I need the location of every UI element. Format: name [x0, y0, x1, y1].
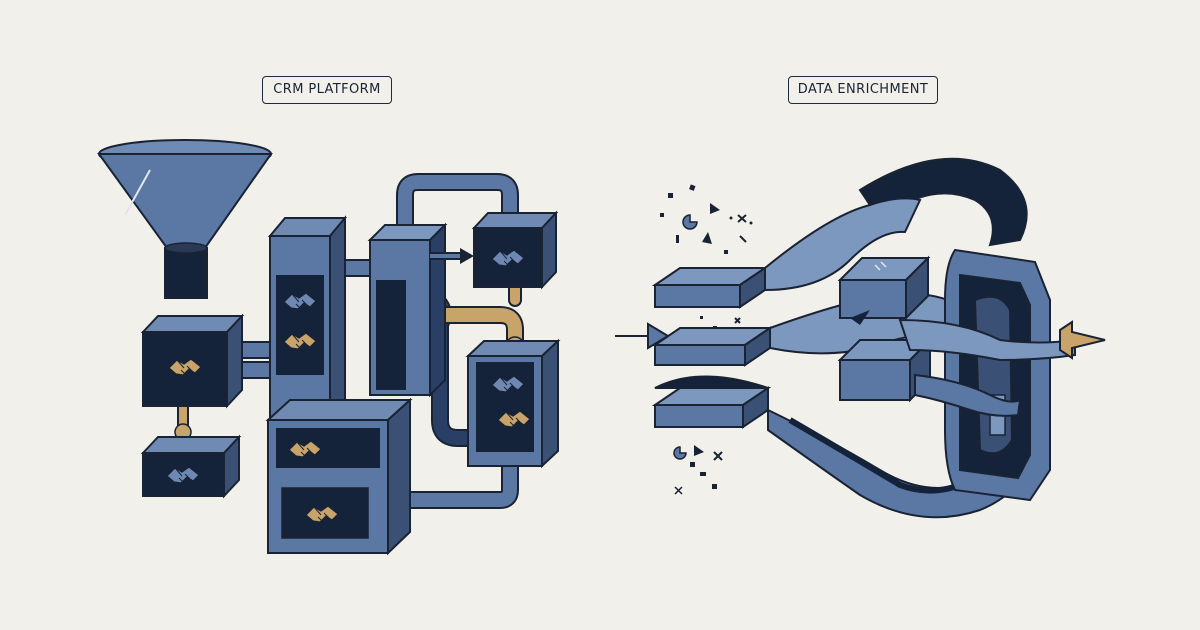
enrichment-ribbon	[858, 157, 1028, 247]
output-stream	[914, 373, 1022, 417]
data-slab-top	[651, 197, 922, 309]
handshake-box	[140, 434, 242, 499]
arrow-right-icon	[430, 248, 474, 264]
handshake-box	[465, 338, 561, 469]
data-enrichment-diagram	[615, 157, 1106, 519]
crm-platform-diagram	[97, 139, 561, 556]
enrichment-ring	[944, 248, 1051, 502]
crm-platform-label: CRM PLATFORM	[262, 76, 392, 104]
handshake-box	[140, 313, 245, 409]
large-handshake-box	[265, 397, 413, 556]
handshake-box	[471, 210, 559, 290]
data-enrichment-label: DATA ENRICHMENT	[788, 76, 938, 104]
tall-column-box	[267, 215, 348, 421]
output-arrow-icon	[1059, 320, 1106, 360]
junction-box	[367, 222, 448, 398]
stream-marker	[850, 310, 870, 325]
data-slab-bottom	[651, 375, 772, 429]
funnel-icon	[97, 139, 273, 299]
